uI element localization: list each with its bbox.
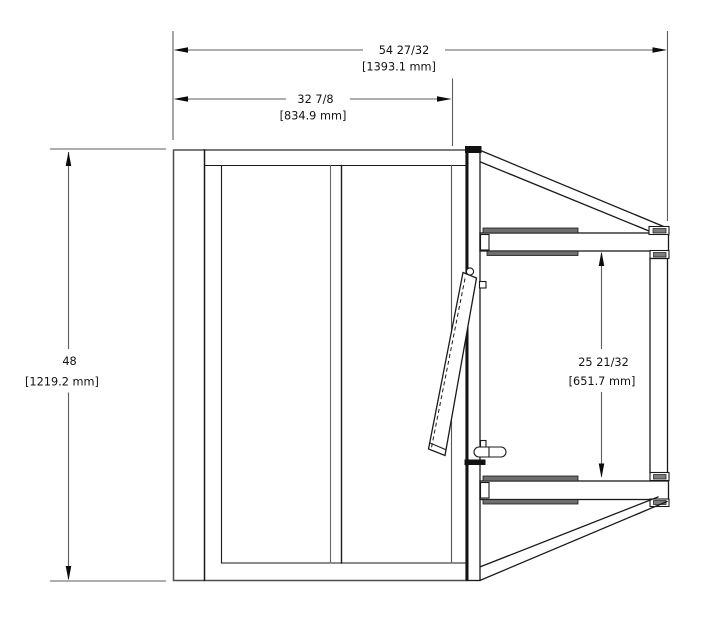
panel-width-inches-label: 32 7/8: [297, 93, 333, 106]
panel-outer-frame: [172, 149, 467, 582]
dim-panel-width: 32 7/8 [834.9 mm]: [173, 78, 454, 146]
opening-height-metric-label: [651.7 mm]: [569, 375, 636, 388]
upper-diagonal-brace: [479, 149, 667, 233]
dim-opening-height: 25 21/32 [651.7 mm]: [569, 251, 636, 478]
arrow-right-icon: [652, 47, 667, 53]
dim-overall-width: 54 27/32 [1393.1 mm]: [172, 31, 669, 221]
latch-handle: [473, 439, 507, 458]
left-panel: [172, 149, 467, 582]
upper-arm: [479, 225, 670, 260]
hinge-pivot-icon: [465, 267, 475, 276]
lower-diagonal-brace: [480, 496, 668, 581]
upper-arm-end-pad-top: [652, 228, 667, 234]
flap-bottom-inner-line: [429, 442, 447, 451]
upper-arm-rail: [479, 232, 670, 252]
upper-brace-top-line: [479, 149, 667, 229]
lower-arm: [479, 471, 670, 508]
upper-arm-post-bracket: [479, 233, 490, 251]
arrow-left-icon: [173, 47, 188, 53]
panel-width-metric-label: [834.9 mm]: [280, 110, 347, 123]
lower-arm-rail: [479, 480, 670, 501]
arrow-up-icon: [65, 151, 72, 166]
hinge-block: [478, 280, 487, 289]
flap-body: [427, 271, 478, 457]
drop-door-flap: [427, 267, 487, 457]
center-post-body: [465, 149, 481, 582]
lower-brace-bottom-line: [480, 500, 668, 581]
lower-arm-bottom-strip: [482, 499, 579, 505]
arrow-left-icon: [173, 96, 188, 102]
lower-arm-top-strip: [482, 475, 579, 482]
lower-arm-post-bracket: [479, 481, 490, 499]
arrow-right-icon: [437, 96, 452, 102]
overall-height-inches-label: 48: [62, 355, 76, 368]
flap-edge-hatch-line: [431, 278, 466, 448]
arrow-down-icon: [65, 566, 72, 581]
arrow-down-icon: [598, 463, 605, 478]
upper-arm-top-strip: [482, 227, 579, 234]
dim-overall-height: 48 [1219.2 mm]: [25, 148, 166, 582]
center-post-top-cap: [465, 146, 482, 153]
opening-height-inches-label: 25 21/32: [578, 356, 629, 369]
upper-arm-end-pad-bottom: [653, 252, 667, 258]
upper-arm-bottom-strip: [486, 250, 579, 256]
upper-brace-bottom-line: [479, 161, 653, 233]
latch-plate: [464, 459, 486, 465]
center-post: [464, 146, 486, 582]
handle-grip: [473, 446, 507, 458]
lower-arm-end-pad-top: [653, 474, 667, 480]
right-column: [649, 257, 669, 474]
lower-brace-top-line: [480, 496, 659, 568]
arrow-up-icon: [598, 251, 605, 266]
right-column-body: [649, 257, 669, 474]
overall-width-metric-label: [1393.1 mm]: [362, 61, 436, 74]
overall-height-metric-label: [1219.2 mm]: [25, 376, 99, 389]
overall-width-inches-label: 54 27/32: [379, 44, 430, 57]
